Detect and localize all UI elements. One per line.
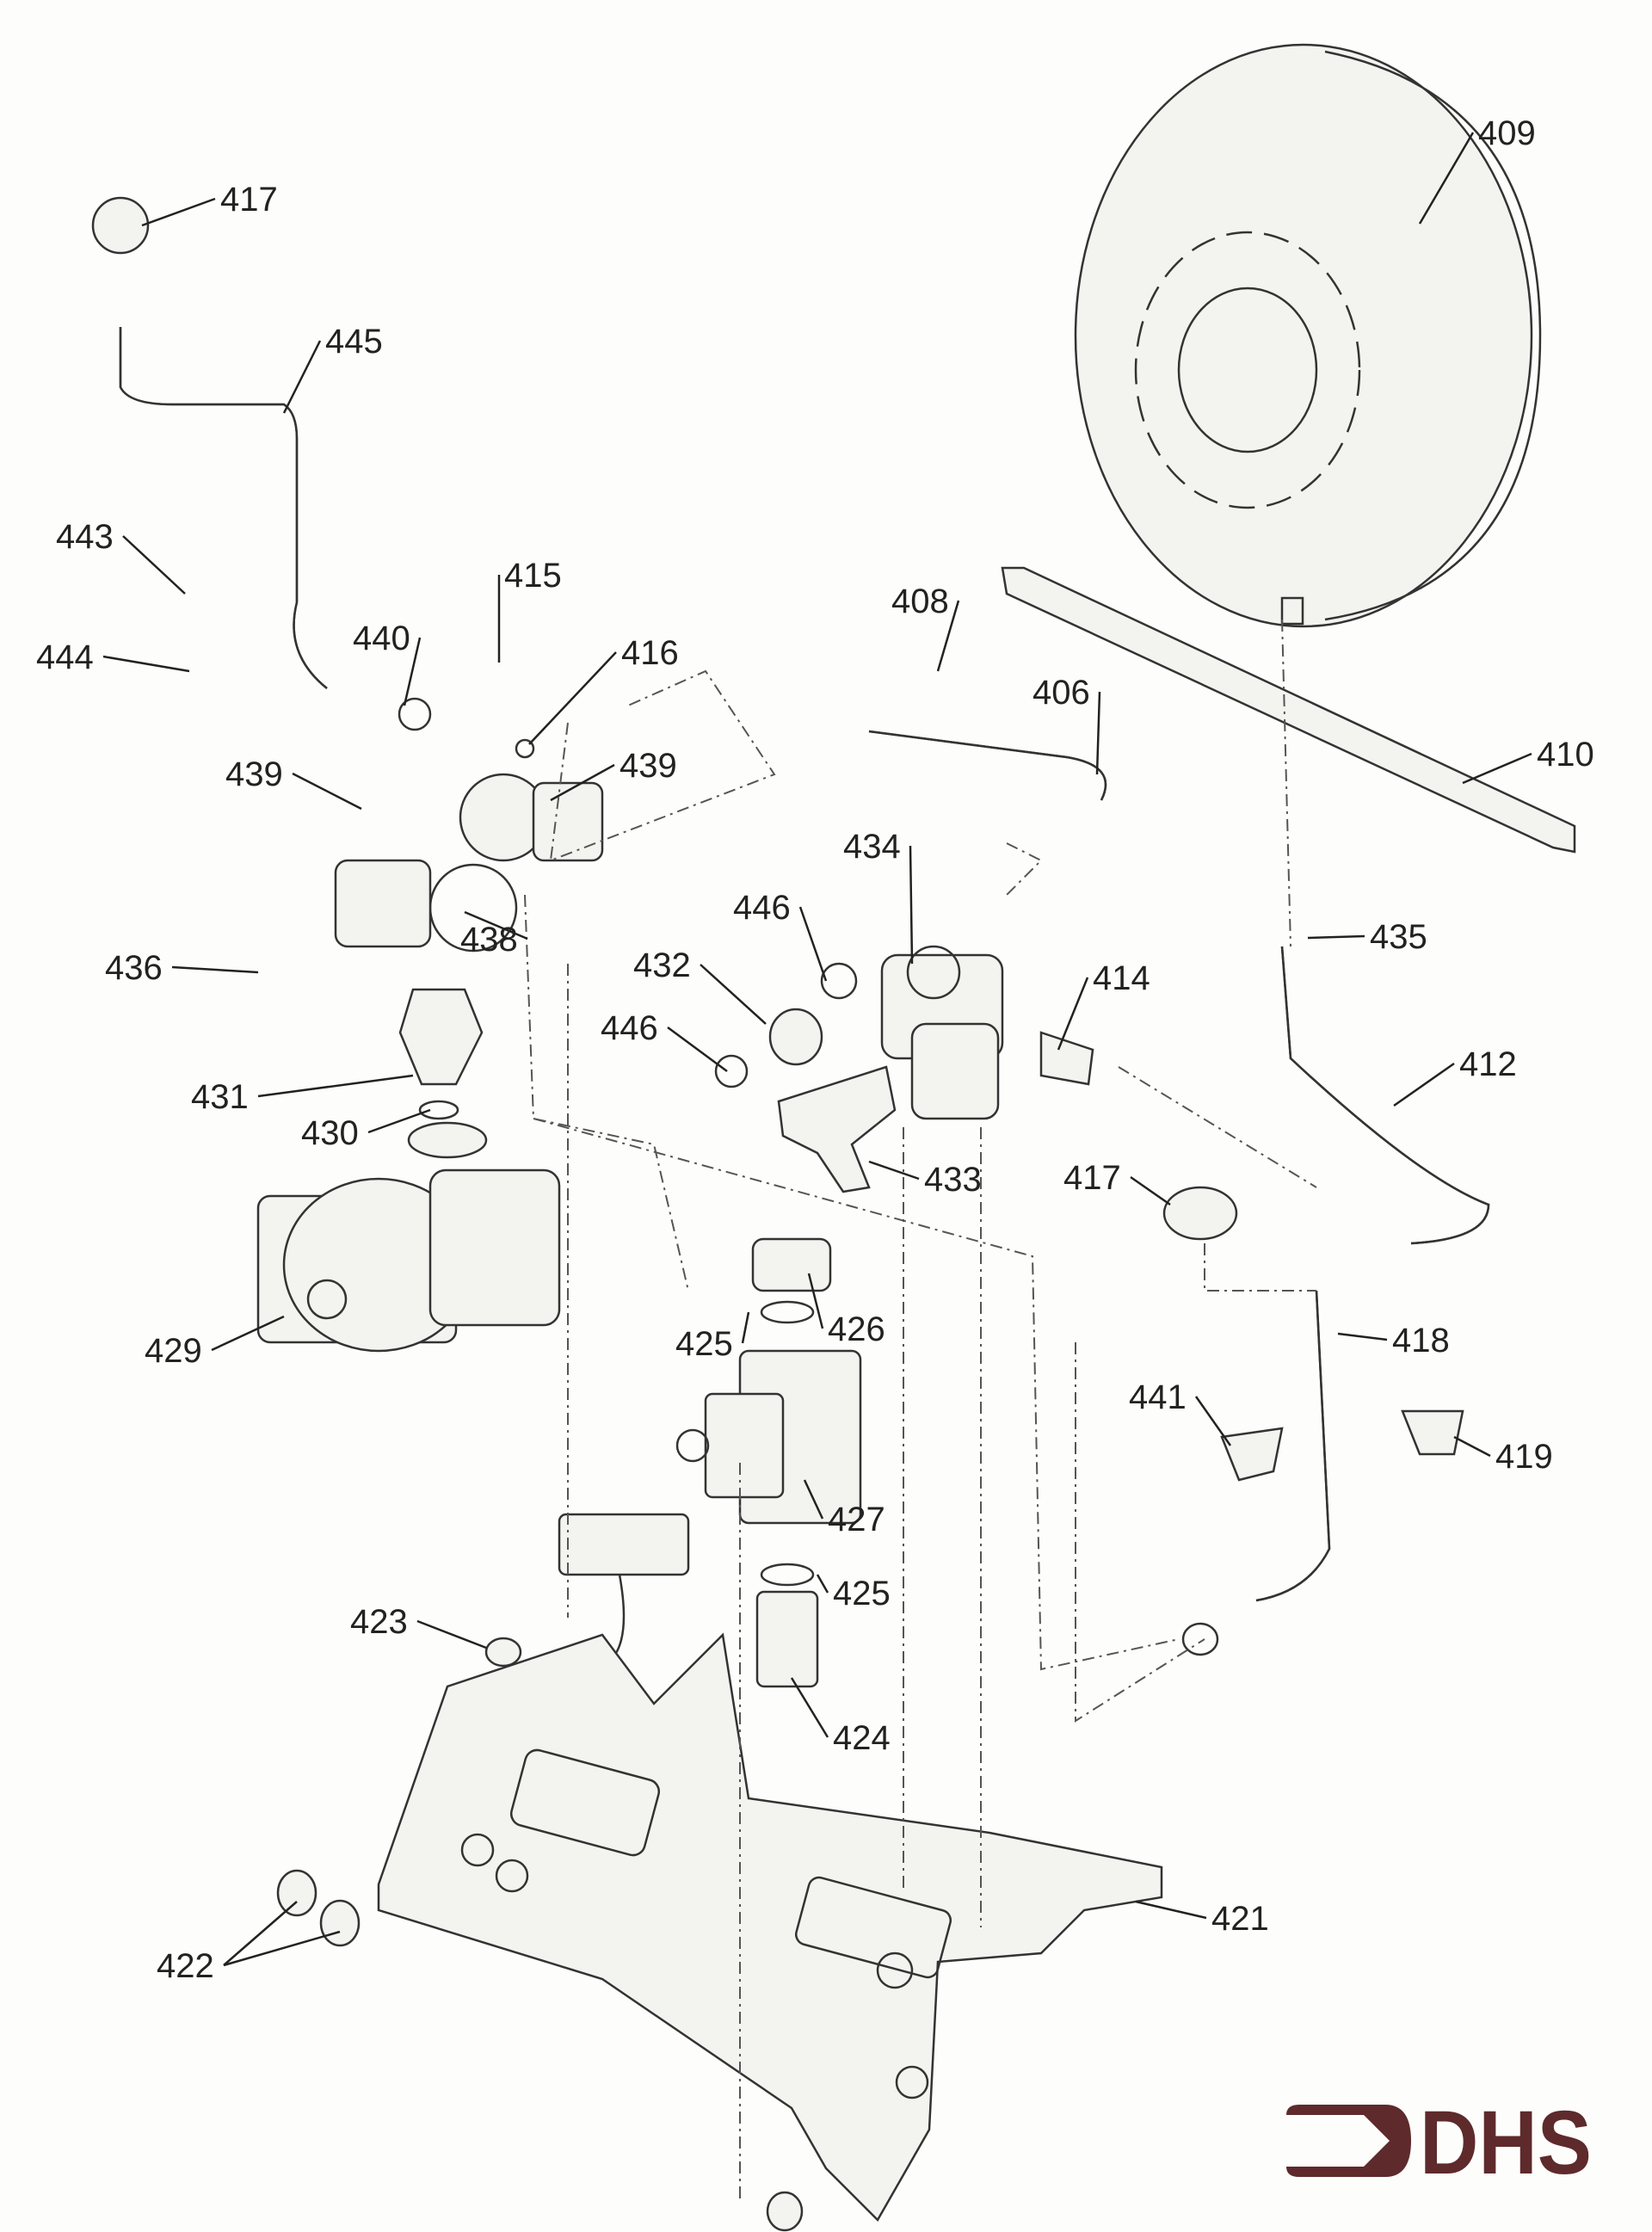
leader-line: [257, 1074, 414, 1098]
leader-line: [102, 655, 190, 673]
leader-line: [223, 1930, 341, 1967]
chassis-plate: [377, 1632, 1163, 2223]
part-number-label: 443: [56, 518, 114, 556]
part-number-label: 423: [350, 1603, 408, 1641]
leader-line: [807, 1273, 824, 1329]
part-number-label: 426: [828, 1310, 885, 1348]
leader-line: [667, 1026, 728, 1073]
leader-line: [1393, 1062, 1455, 1107]
leader-line: [528, 651, 617, 745]
part-number-label: 433: [924, 1161, 982, 1199]
leader-line: [403, 637, 422, 706]
leader-line: [416, 1619, 487, 1649]
leader-line: [816, 1574, 829, 1594]
leader-line: [282, 340, 322, 414]
part-number-label: 430: [301, 1114, 359, 1152]
leader-line: [211, 1315, 285, 1352]
leader-line: [122, 535, 186, 595]
part-number-label: 441: [1129, 1378, 1187, 1416]
part-number-label: 409: [1478, 114, 1536, 152]
leader-line: [1135, 1900, 1207, 1920]
part-number-label: 446: [601, 1009, 658, 1047]
part-number-label: 425: [833, 1575, 891, 1612]
leader-line: [1418, 132, 1475, 225]
part-number-label: 424: [833, 1719, 891, 1757]
part-number-label: 431: [191, 1078, 249, 1116]
part-number-label: 422: [157, 1947, 214, 1985]
part-number-label: 436: [105, 949, 163, 987]
leader-line: [1453, 1435, 1491, 1458]
leader-line: [1057, 977, 1089, 1051]
part-number-label: 438: [460, 921, 518, 959]
valve-body: [334, 773, 604, 953]
part-number-label: 418: [1392, 1322, 1450, 1360]
leader-line: [1194, 1396, 1232, 1446]
svg-text:DHS: DHS: [1420, 2098, 1592, 2184]
part-number-label: 414: [1093, 959, 1150, 997]
part-number-label: 434: [843, 828, 901, 866]
part-number-label: 410: [1537, 736, 1594, 774]
leader-line: [1130, 1175, 1171, 1206]
part-number-label: 419: [1495, 1438, 1553, 1476]
leader-line: [1462, 752, 1532, 785]
part-number-label: 435: [1370, 918, 1427, 956]
leader-line: [141, 197, 216, 227]
expansion-vessel: [1074, 43, 1542, 628]
leader-line: [171, 965, 259, 974]
part-number-label: 427: [828, 1501, 885, 1538]
part-number-label: 429: [145, 1332, 202, 1370]
leader-line: [790, 1677, 829, 1738]
part-number-label: 406: [1032, 674, 1090, 712]
mounting-bracket: [1001, 566, 1576, 854]
part-number-label: 417: [1063, 1159, 1121, 1197]
gas-valve: [675, 1237, 862, 1688]
leader-line: [936, 600, 960, 672]
part-number-label: 445: [325, 323, 383, 361]
leader-line: [1095, 691, 1101, 775]
part-number-label: 439: [225, 755, 283, 793]
part-number-label: 416: [621, 634, 679, 672]
leader-line: [700, 964, 767, 1025]
leader-line: [367, 1108, 431, 1134]
leader-line: [909, 845, 914, 965]
part-number-label: 446: [733, 889, 791, 927]
leader-line: [292, 772, 362, 811]
part-number-label: 415: [504, 557, 562, 595]
leader-line: [868, 1160, 920, 1181]
leader-line: [1307, 934, 1365, 940]
part-number-label: 408: [891, 583, 949, 620]
leader-line: [798, 906, 828, 982]
manifold: [880, 945, 1004, 1120]
part-number-label: 412: [1459, 1045, 1517, 1083]
leader-line: [741, 1311, 750, 1344]
part-number-label: 425: [675, 1325, 733, 1363]
leader-line: [464, 910, 528, 940]
leader-line: [1337, 1332, 1388, 1341]
part-number-label: 444: [36, 638, 94, 676]
pump: [256, 1121, 561, 1353]
part-number-label: 421: [1211, 1900, 1269, 1938]
leader-line: [550, 763, 615, 802]
part-number-label: 417: [220, 181, 278, 219]
leader-line: [223, 1901, 298, 1966]
cap-417: [91, 196, 150, 255]
part-number-label: 432: [633, 946, 691, 984]
part-number-label: 440: [353, 620, 410, 657]
leader-line: [803, 1479, 824, 1520]
part-number-label: 439: [620, 747, 677, 785]
dhs-logo: DHS: [1286, 2098, 1592, 2184]
